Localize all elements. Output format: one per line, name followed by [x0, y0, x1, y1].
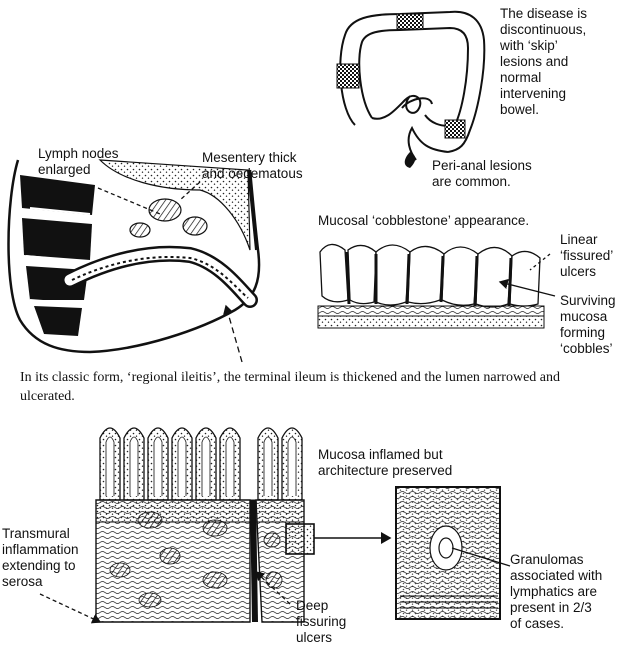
cobblestone-mucosa-diagram	[317, 238, 546, 330]
perianal-lesion	[404, 152, 416, 168]
label-surviving-mucosa: Surviving mucosa forming ‘cobbles’	[560, 293, 616, 356]
label-granulomas: Granulomas associated with lymphatics ar…	[510, 552, 603, 631]
histology-section-diagram	[95, 427, 501, 623]
label-mesentery: Mesentery thick and oedematous	[202, 150, 303, 181]
label-perianal-lesions: Peri-anal lesions are common.	[432, 158, 532, 189]
terminal-ileum-diagram	[7, 159, 261, 354]
label-transmural: Transmural inflammation extending to ser…	[2, 526, 79, 589]
skip-lesion-patch	[444, 119, 466, 139]
label-cobblestone: Mucosal ‘cobblestone’ appearance.	[318, 213, 530, 228]
label-deep-fissuring: Deep fissuring ulcers	[296, 598, 347, 645]
label-lymph-nodes: Lymph nodes enlarged	[38, 146, 119, 177]
label-mucosa-inflamed: Mucosa inflamed but architecture preserv…	[318, 447, 453, 478]
label-fissured-ulcers: Linear ‘fissured’ ulcers	[560, 232, 614, 279]
leader-lines	[39, 181, 556, 624]
figure-caption: In its classic form, ‘regional ileitis’,…	[20, 370, 561, 404]
skip-lesion-patch	[336, 63, 360, 89]
label-skip-lesions: The disease is discontinuous, with ‘skip…	[500, 6, 588, 117]
skip-lesion-patch	[396, 13, 424, 30]
